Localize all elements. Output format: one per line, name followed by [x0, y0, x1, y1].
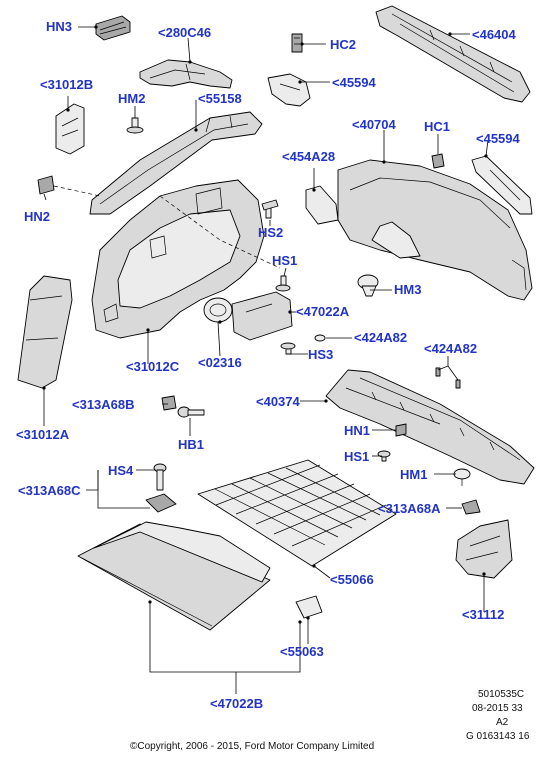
label-31012b[interactable]: <31012B [40, 77, 94, 92]
label-hs4[interactable]: HS4 [108, 463, 134, 478]
part-31012b [55, 103, 85, 155]
hc1-clip [431, 153, 445, 169]
footer-code-3: A2 [496, 717, 509, 728]
footer-code-1: 5010535C [478, 689, 525, 700]
label-hn2[interactable]: HN2 [24, 209, 51, 224]
part-280c46 [139, 59, 233, 89]
label-424a82-center[interactable]: <424A82 [354, 330, 408, 345]
label-313a68b[interactable]: <313A68B [72, 397, 135, 412]
label-02316[interactable]: <02316 [198, 355, 242, 370]
label-47022b[interactable]: <47022B [210, 696, 264, 711]
label-hn1[interactable]: HN1 [344, 423, 371, 438]
label-hm3[interactable]: HM3 [394, 282, 422, 297]
label-hs2[interactable]: HS2 [258, 225, 284, 240]
hs1-screw-upper [275, 275, 291, 292]
label-47022a[interactable]: <47022A [296, 304, 350, 319]
hn2-clip [37, 175, 55, 195]
hs3-screw [280, 342, 296, 355]
hn3-clip [95, 15, 131, 41]
hc2-clip [291, 33, 303, 53]
label-55066[interactable]: <55066 [330, 572, 374, 587]
part-313a68a [461, 499, 481, 515]
part-31012c [91, 179, 265, 339]
part-55158 [89, 111, 263, 215]
label-hm1[interactable]: HM1 [400, 467, 428, 482]
hs4-bolt [153, 463, 167, 491]
label-hc2[interactable]: HC2 [330, 37, 357, 52]
hs1-screw-lower [377, 450, 391, 462]
part-46404 [375, 5, 531, 103]
part-40704 [337, 159, 533, 301]
leader-lines [43, 26, 489, 694]
part-47022a [231, 291, 293, 341]
copyright-notice: ©Copyright, 2006 - 2015, Ford Motor Comp… [130, 741, 375, 752]
part-313a68b [161, 395, 177, 411]
part-47022b [77, 521, 271, 631]
label-hs1-lower[interactable]: HS1 [344, 449, 370, 464]
label-hc1[interactable]: HC1 [424, 119, 451, 134]
label-hs3[interactable]: HS3 [308, 347, 334, 362]
hm3-clip [357, 274, 379, 297]
label-424a82-right[interactable]: <424A82 [424, 341, 478, 356]
label-280c46[interactable]: <280C46 [158, 25, 212, 40]
part-313a68c [145, 493, 177, 513]
hs2-screw [261, 199, 279, 219]
part-45594-left [267, 73, 311, 107]
part-55063 [295, 595, 323, 619]
label-hn3[interactable]: HN3 [46, 19, 73, 34]
hm1-pin [453, 468, 471, 486]
label-hs1-upper[interactable]: HS1 [272, 253, 298, 268]
footer-code-2: 08-2015 33 [472, 703, 523, 714]
label-45594-right[interactable]: <45594 [476, 131, 520, 146]
label-hm2[interactable]: HM2 [118, 91, 146, 106]
label-46404[interactable]: <46404 [472, 27, 516, 42]
label-45594-upper[interactable]: <45594 [332, 75, 376, 90]
label-40374[interactable]: <40374 [256, 394, 300, 409]
part-40374 [325, 369, 535, 485]
label-454a28[interactable]: <454A28 [282, 149, 336, 164]
label-hb1[interactable]: HB1 [178, 437, 205, 452]
hm2-screw [126, 117, 144, 134]
label-313a68a[interactable]: <313A68A [378, 501, 441, 516]
label-31112[interactable]: <31112 [462, 607, 505, 622]
label-31012c[interactable]: <31012C [126, 359, 180, 374]
label-313a68c[interactable]: <313A68C [18, 483, 81, 498]
label-55158[interactable]: <55158 [198, 91, 242, 106]
label-40704[interactable]: <40704 [352, 117, 396, 132]
footer-code-4: G 0163143 16 [466, 731, 530, 742]
part-454a28 [305, 185, 339, 225]
part-31112 [455, 519, 513, 579]
label-31012a[interactable]: <31012A [16, 427, 70, 442]
part-02316 [203, 297, 233, 323]
hb1-bolt [177, 406, 205, 418]
part-55066 [197, 459, 397, 567]
part-424a82-center [314, 334, 326, 342]
hn1-clip [395, 423, 407, 437]
part-31012a [17, 275, 73, 389]
leader-dots [42, 25, 488, 624]
label-55063[interactable]: <55063 [280, 644, 324, 659]
